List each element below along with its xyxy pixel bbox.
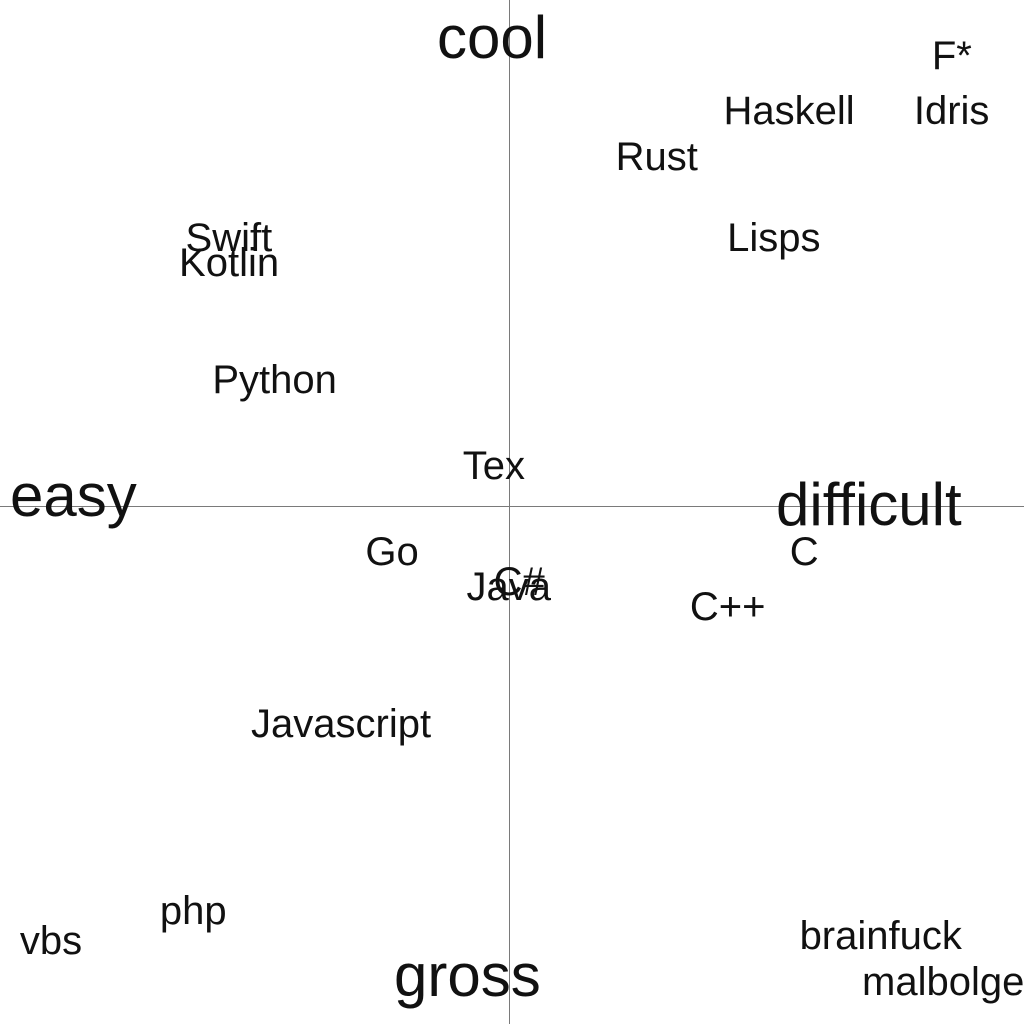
point-label-kotlin: Kotlin — [179, 241, 280, 286]
point-label-go: Go — [365, 529, 419, 574]
vertical-axis-line — [509, 0, 510, 1024]
point-label-tex: Tex — [462, 443, 525, 488]
point-label-java: Java — [466, 564, 552, 609]
point-label-vbs: vbs — [19, 919, 83, 964]
point-label-haskell: Haskell — [723, 89, 855, 134]
axis-label-right: difficult — [776, 471, 962, 538]
axis-label-top: cool — [437, 4, 548, 71]
point-label-python: Python — [212, 357, 337, 402]
horizontal-axis-line — [0, 506, 1024, 507]
point-label-c: C++ — [689, 585, 766, 630]
point-label-c: C# — [493, 559, 545, 604]
point-label-idris: Idris — [913, 89, 990, 134]
axis-label-bottom: gross — [394, 942, 541, 1009]
point-label-malbolge: malbolge — [862, 959, 1024, 1004]
point-label-f: F* — [931, 33, 972, 78]
point-label-rust: Rust — [615, 134, 698, 179]
axis-label-left: easy — [10, 462, 137, 529]
point-label-swift: Swift — [185, 215, 273, 260]
point-label-brainfuck: brainfuck — [799, 914, 962, 959]
point-label-javascript: Javascript — [251, 701, 432, 746]
point-label-php: php — [159, 888, 227, 933]
point-label-lisps: Lisps — [727, 215, 821, 260]
point-label-c: C — [789, 529, 819, 574]
